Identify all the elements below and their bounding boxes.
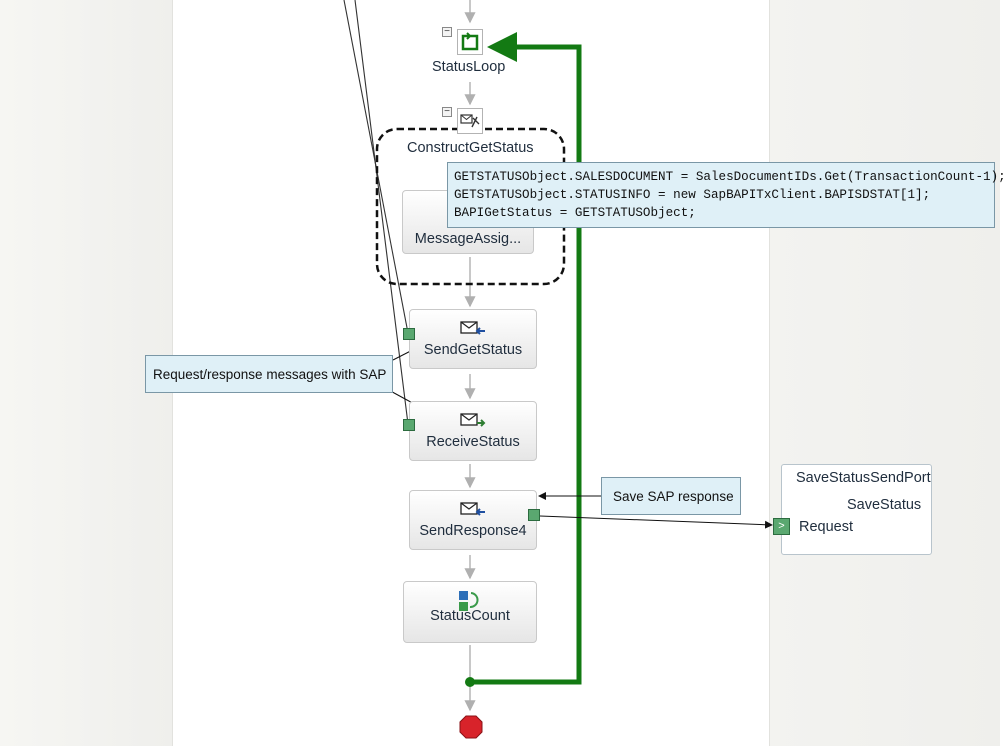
receive-status-shape[interactable]: ReceiveStatus	[409, 401, 537, 461]
send-response-port-connector[interactable]	[528, 509, 540, 521]
port-operation: SaveStatus	[847, 497, 922, 513]
loop-back-line	[470, 32, 582, 685]
construct-shape[interactable]	[457, 108, 483, 134]
port-message[interactable]: Request	[799, 519, 854, 535]
construct-message-icon	[460, 114, 480, 128]
send-icon	[460, 321, 485, 335]
construct-get-status-label: ConstructGetStatus	[407, 140, 534, 156]
expression-icon	[459, 591, 479, 611]
stop-icon	[459, 715, 483, 739]
status-loop-shape[interactable]	[457, 29, 483, 55]
receive-port-connector[interactable]	[403, 419, 415, 431]
code-line: BAPIGetStatus = GETSTATUSObject;	[454, 206, 696, 220]
callout-text: Request/response messages with SAP	[153, 367, 387, 382]
send-get-status-label: SendGetStatus	[423, 342, 523, 358]
send-icon	[460, 502, 485, 516]
status-count-shape[interactable]: StatusCount	[403, 581, 537, 643]
code-tooltip: GETSTATUSObject.SALESDOCUMENT = SalesDoc…	[447, 162, 1006, 228]
status-loop-label: StatusLoop	[432, 59, 506, 75]
send-port-connector[interactable]	[403, 328, 415, 340]
receive-status-label: ReceiveStatus	[426, 434, 520, 450]
port-surface-left	[0, 0, 173, 746]
port-binding-line	[354, 0, 409, 425]
port-binding-line	[539, 515, 773, 529]
collapse-toggle[interactable]: −	[442, 107, 452, 117]
port-surface-right	[769, 0, 1000, 746]
send-get-status-shape[interactable]: SendGetStatus	[409, 309, 537, 369]
request-port-icon[interactable]: >	[773, 518, 790, 535]
send-response4-shape[interactable]: SendResponse4	[409, 490, 537, 550]
status-count-label: StatusCount	[430, 608, 510, 624]
save-response-callout: Save SAP response	[601, 477, 741, 515]
receive-icon	[460, 413, 486, 427]
message-assignment-label: MessageAssig...	[414, 231, 522, 247]
save-status-send-port[interactable]: SaveStatusSendPort SaveStatus > Request	[773, 464, 932, 555]
send-response4-label: SendResponse4	[419, 523, 527, 539]
loop-icon	[461, 32, 479, 51]
callout-text: Save SAP response	[613, 489, 734, 504]
code-line: GETSTATUSObject.SALESDOCUMENT = SalesDoc…	[454, 170, 1006, 184]
loop-junction	[465, 677, 475, 687]
code-line: GETSTATUSObject.STATUSINFO = new SapBAPI…	[454, 188, 931, 202]
port-name: SaveStatusSendPort	[796, 470, 931, 486]
request-response-callout: Request/response messages with SAP	[145, 355, 393, 393]
collapse-toggle[interactable]: −	[442, 27, 452, 37]
